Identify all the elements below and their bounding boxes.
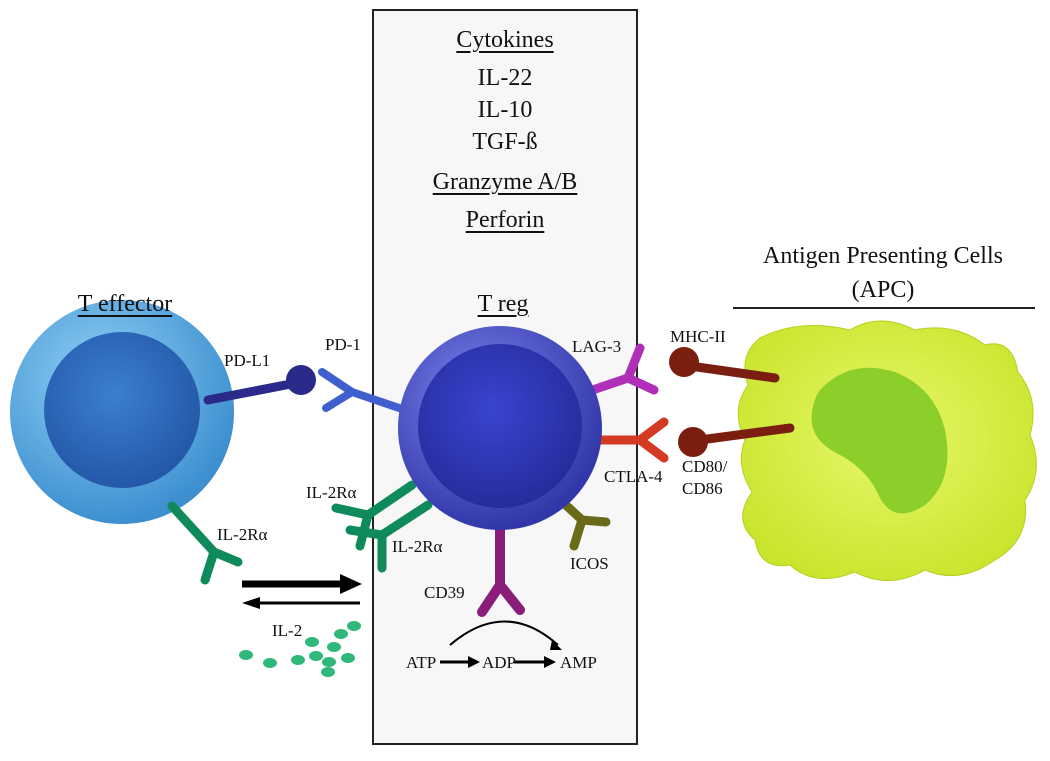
cd80-cd86-receptor: [678, 423, 795, 457]
ctla-4-label: CTLA-4: [604, 467, 663, 486]
t-reg-nucleus: [418, 344, 582, 508]
il2ra-treg-bottom-label: IL-2Rα: [392, 537, 443, 556]
t-effector-nucleus: [44, 332, 200, 488]
mhc-ii-receptor: [669, 347, 780, 383]
granzyme-label: Granzyme A/B: [432, 169, 578, 195]
pd-1-receptor: [318, 368, 409, 414]
pd-1-label: PD-1: [325, 335, 361, 354]
cytokine-il-10: IL-10: [477, 97, 533, 123]
cytokine-tgf-beta: TGF-ß: [472, 129, 538, 155]
t-reg-title: T reg: [477, 291, 529, 317]
il2-exchange-arrows: [242, 574, 362, 609]
pd-l1-label: PD-L1: [224, 351, 271, 370]
il-2-molecules: [239, 621, 361, 677]
il2ra-effector-label: IL-2Rα: [217, 525, 268, 544]
cytokines-heading: Cytokines: [456, 27, 554, 53]
il2ra-effector-receptor: [167, 501, 243, 585]
atp-conversion-arrows: [440, 620, 562, 668]
pd-l1-receptor: [203, 365, 316, 405]
icos-label: ICOS: [570, 554, 609, 573]
cd86-label: CD86: [682, 479, 723, 498]
mhc-ii-label: MHC-II: [670, 327, 726, 346]
amp-label: AMP: [560, 653, 597, 672]
perforin-label: Perforin: [465, 207, 545, 233]
adp-label: ADP: [482, 653, 517, 672]
cd80-label: CD80/: [682, 457, 728, 476]
il-2-label: IL-2: [272, 621, 303, 640]
il2ra-treg-receptor: [331, 480, 433, 573]
cd39-label: CD39: [424, 583, 465, 602]
cd39-receptor: [477, 515, 525, 617]
cytokine-il-22: IL-22: [477, 65, 533, 91]
apc-title-line1: Antigen Presenting Cells: [763, 243, 1003, 269]
apc-nucleus: [811, 367, 948, 514]
t-effector-title: T effector: [77, 291, 173, 317]
lag-3-label: LAG-3: [572, 337, 622, 356]
il2ra-treg-top-label: IL-2Rα: [306, 483, 357, 502]
atp-label: ATP: [406, 653, 437, 672]
apc-title-line2: (APC): [851, 277, 915, 303]
